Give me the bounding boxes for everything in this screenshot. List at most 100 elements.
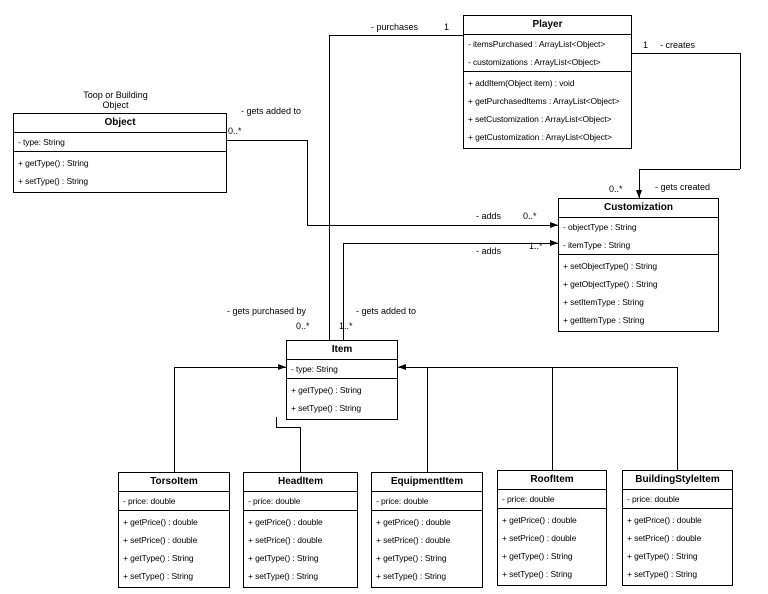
method-row: + addItem(Object item) : void bbox=[468, 78, 575, 88]
method-row: + getType() : String bbox=[18, 158, 89, 168]
arrowhead-left-icon bbox=[398, 364, 406, 370]
edge-mult-gets-created: 0..* bbox=[609, 184, 623, 194]
edge-label-gets-added-to-item: - gets added to bbox=[356, 306, 417, 316]
edge-segment bbox=[343, 243, 344, 340]
edge-segment bbox=[398, 367, 677, 368]
edge-segment bbox=[174, 367, 175, 472]
edge-segment bbox=[227, 140, 307, 141]
method-row: + getType() : String bbox=[123, 553, 194, 563]
edge-segment bbox=[307, 140, 308, 225]
edge-segment bbox=[329, 35, 330, 340]
method-row: + getCustomization : ArrayList<Object> bbox=[468, 132, 612, 142]
edge-mult-adds-object: 0..* bbox=[523, 211, 537, 221]
edge-label-purchases: - purchases bbox=[371, 22, 419, 32]
class-box-customization[interactable]: Customization - objectType : String - it… bbox=[558, 198, 719, 332]
class-title: Item bbox=[287, 341, 397, 360]
edge-segment bbox=[329, 35, 463, 36]
attribute-row: - type: String bbox=[18, 137, 65, 147]
class-box-buildingstyleitem[interactable]: BuildingStyleItem - price: double + getP… bbox=[622, 470, 733, 586]
edge-segment bbox=[677, 367, 678, 470]
edge-segment bbox=[740, 53, 741, 169]
class-box-object[interactable]: Object - type: String + getType() : Stri… bbox=[13, 113, 227, 193]
edge-label-gets-purchased-by: - gets purchased by bbox=[227, 306, 307, 316]
method-row: + getType() : String bbox=[502, 551, 573, 561]
arrowhead-right-icon bbox=[550, 240, 558, 246]
method-row: + setPrice() : double bbox=[123, 535, 198, 545]
class-title: TorsoItem bbox=[119, 473, 229, 492]
method-row: + setType() : String bbox=[18, 176, 89, 186]
class-note: Toop or Building Object bbox=[38, 90, 193, 110]
class-note-line2: Object bbox=[102, 100, 129, 110]
method-row: + getObjectType() : String bbox=[563, 279, 658, 289]
attribute-row: - customizations : ArrayList<Object> bbox=[468, 57, 601, 67]
edge-segment bbox=[632, 53, 740, 54]
edge-label-gets-created: - gets created bbox=[655, 182, 711, 192]
class-title: Object bbox=[14, 114, 226, 133]
edge-segment bbox=[427, 367, 428, 472]
method-row: + setPrice() : double bbox=[502, 533, 577, 543]
method-row: + getType() : String bbox=[291, 385, 362, 395]
class-title: BuildingStyleItem bbox=[623, 471, 732, 490]
class-box-torsoitem[interactable]: TorsoItem - price: double + getPrice() :… bbox=[118, 472, 230, 588]
method-row: + getPurchasedItems : ArrayList<Object> bbox=[468, 96, 620, 106]
method-row: + setPrice() : double bbox=[376, 535, 451, 545]
method-row: + setPrice() : double bbox=[248, 535, 323, 545]
class-title: HeadItem bbox=[244, 473, 357, 492]
method-row: + setType() : String bbox=[502, 569, 573, 579]
method-row: + setType() : String bbox=[376, 571, 447, 581]
attribute-row: - price: double bbox=[376, 496, 429, 506]
edge-label-gets-added-to-object: - gets added to bbox=[241, 106, 302, 116]
edge-label-adds-item: - adds bbox=[476, 246, 502, 256]
method-row: + setCustomization : ArrayList<Object> bbox=[468, 114, 612, 124]
class-box-equipmentitem[interactable]: EquipmentItem - price: double + getPrice… bbox=[371, 472, 483, 588]
method-row: + getType() : String bbox=[376, 553, 447, 563]
attribute-row: - price: double bbox=[123, 496, 176, 506]
method-row: + getType() : String bbox=[627, 551, 698, 561]
method-row: + getPrice() : double bbox=[123, 517, 198, 527]
class-box-headitem[interactable]: HeadItem - price: double + getPrice() : … bbox=[243, 472, 358, 588]
edge-segment bbox=[276, 427, 300, 428]
class-box-roofitem[interactable]: RoofItem - price: double + getPrice() : … bbox=[497, 470, 607, 586]
method-row: + setType() : String bbox=[123, 571, 194, 581]
method-row: + getPrice() : double bbox=[502, 515, 577, 525]
edge-mult-creates: 1 bbox=[643, 40, 649, 50]
method-row: + setType() : String bbox=[248, 571, 319, 581]
arrowhead-right-icon bbox=[278, 364, 286, 370]
method-row: + setObjectType() : String bbox=[563, 261, 658, 271]
edge-mult-gets-purchased-by: 0..* bbox=[296, 321, 310, 331]
method-row: + getPrice() : double bbox=[248, 517, 323, 527]
edge-segment bbox=[639, 169, 740, 170]
method-row: + getItemType : String bbox=[563, 315, 645, 325]
class-box-item[interactable]: Item - type: String + getType() : String… bbox=[286, 340, 398, 420]
method-row: + setItemType : String bbox=[563, 297, 644, 307]
class-title: RoofItem bbox=[498, 471, 606, 490]
edge-segment bbox=[276, 417, 277, 427]
edge-mult-gets-added-to-item: 1..* bbox=[339, 321, 353, 331]
attribute-row: - price: double bbox=[627, 494, 680, 504]
edge-segment bbox=[552, 367, 553, 470]
edge-segment bbox=[639, 169, 640, 198]
arrowhead-down-icon bbox=[636, 190, 642, 198]
method-row: + setType() : String bbox=[627, 569, 698, 579]
attribute-row: - itemsPurchased : ArrayList<Object> bbox=[468, 39, 606, 49]
class-note-line1: Toop or Building bbox=[83, 90, 148, 100]
class-title: Customization bbox=[559, 199, 718, 218]
attribute-row: - price: double bbox=[502, 494, 555, 504]
edge-label-adds-object: - adds bbox=[476, 211, 502, 221]
method-row: + setType() : String bbox=[291, 403, 362, 413]
edge-segment bbox=[307, 225, 558, 226]
attribute-row: - type: String bbox=[291, 364, 338, 374]
edge-segment bbox=[343, 243, 558, 244]
edge-segment bbox=[174, 367, 286, 368]
attribute-row: - objectType : String bbox=[563, 222, 637, 232]
class-box-player[interactable]: Player - itemsPurchased : ArrayList<Obje… bbox=[463, 15, 632, 149]
edge-mult-purchases: 1 bbox=[444, 22, 450, 32]
method-row: + getPrice() : double bbox=[627, 515, 702, 525]
arrowhead-right-icon bbox=[550, 222, 558, 228]
class-title: EquipmentItem bbox=[372, 473, 482, 492]
method-row: + getType() : String bbox=[248, 553, 319, 563]
method-row: + setPrice() : double bbox=[627, 533, 702, 543]
attribute-row: - itemType : String bbox=[563, 240, 631, 250]
method-row: + getPrice() : double bbox=[376, 517, 451, 527]
